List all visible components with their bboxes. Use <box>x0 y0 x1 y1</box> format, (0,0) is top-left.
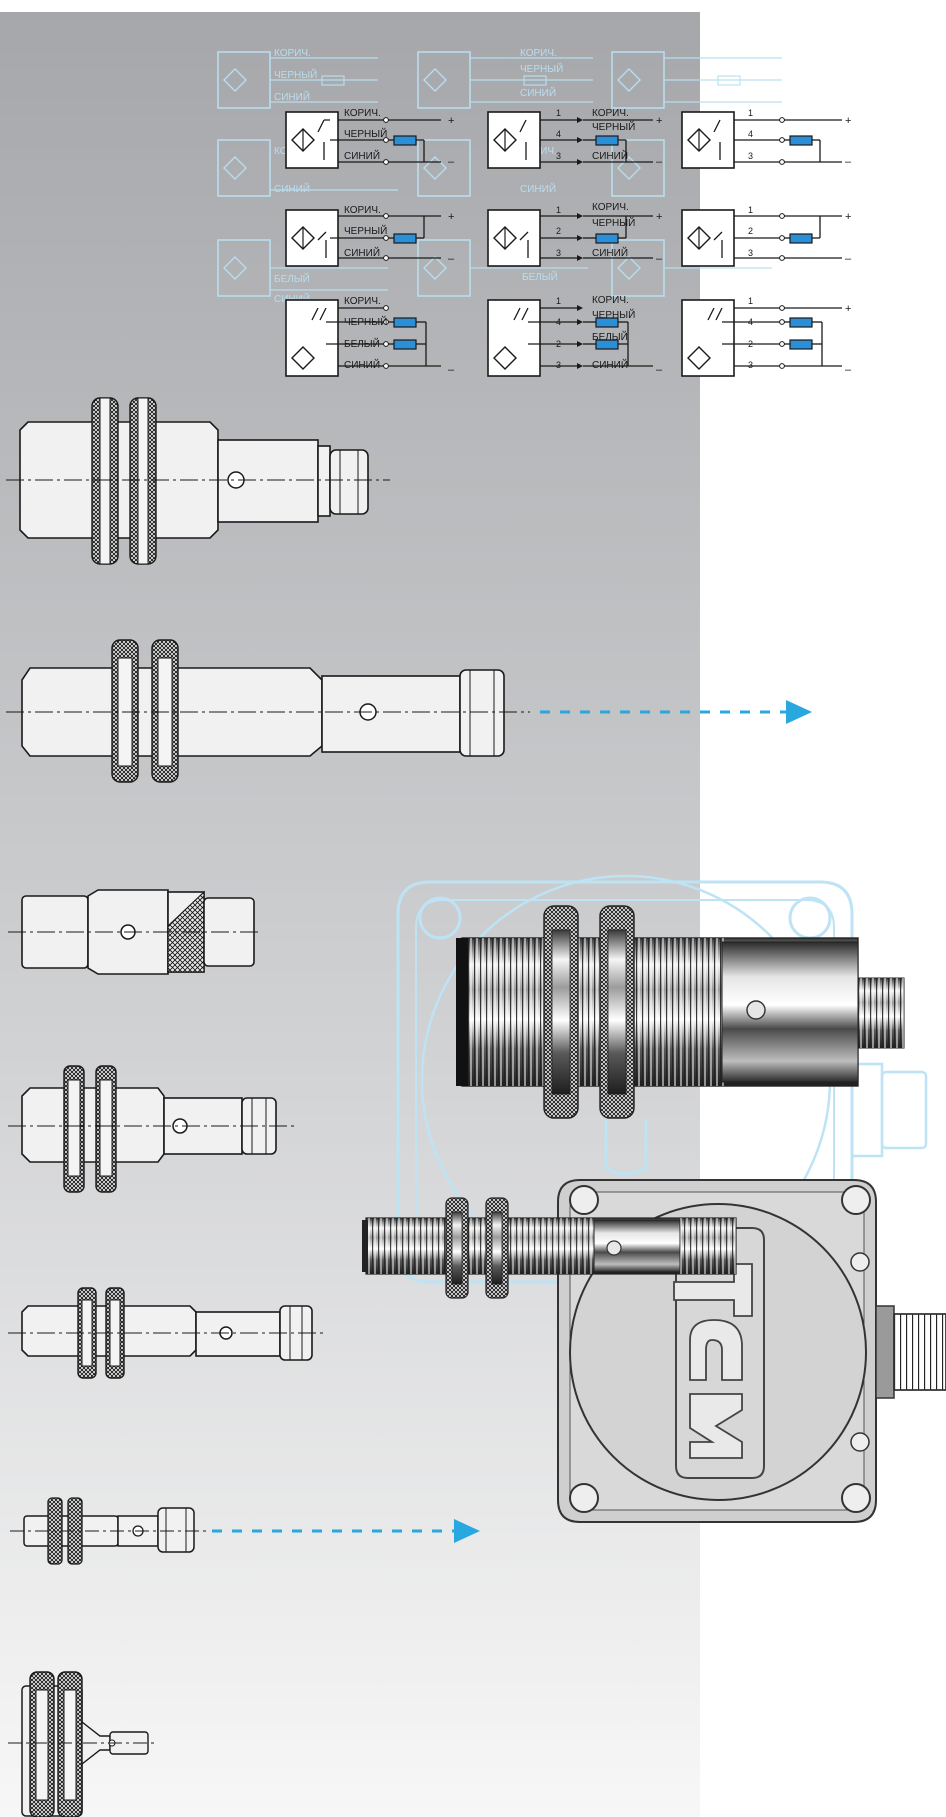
svg-text:ЧЕРНЫЙ: ЧЕРНЫЙ <box>344 315 387 328</box>
arrow-right-icon <box>786 700 812 724</box>
svg-text:2: 2 <box>748 226 753 236</box>
svg-text:–: – <box>656 156 663 168</box>
schematic-b1 <box>487 111 653 169</box>
svg-text:1: 1 <box>556 108 561 118</box>
wiring-row-2: КОРИЧ. ЧЕРНЫЙ СИНИЙ + – 1 2 3 КОРИЧ. ЧЕР… <box>285 202 852 267</box>
svg-text:+: + <box>845 211 851 223</box>
wire-label-blue: СИНИЙ <box>344 149 380 162</box>
svg-text:–: – <box>656 253 663 265</box>
schematic-c1 <box>681 111 842 169</box>
svg-text:1: 1 <box>748 205 753 215</box>
svg-text:–: – <box>845 364 852 376</box>
schematic-a1 <box>285 111 441 169</box>
sensor-flat-short <box>8 1671 156 1817</box>
svg-text:2: 2 <box>748 339 753 349</box>
svg-text:СИНИЙ: СИНИЙ <box>592 149 628 162</box>
svg-text:+: + <box>448 211 454 223</box>
svg-text:3: 3 <box>556 248 561 258</box>
svg-text:+: + <box>656 211 662 223</box>
svg-text:4: 4 <box>748 129 753 139</box>
svg-text:+: + <box>845 303 851 315</box>
svg-text:ЧЕРНЫЙ: ЧЕРНЫЙ <box>344 224 387 237</box>
svg-text:БЕЛЫЙ: БЕЛЫЙ <box>522 270 558 283</box>
schematic-b3 <box>487 299 653 377</box>
svg-text:2: 2 <box>556 226 561 236</box>
sensor-m12-long <box>8 1287 324 1379</box>
svg-text:1: 1 <box>748 296 753 306</box>
svg-text:СИНИЙ: СИНИЙ <box>592 358 628 371</box>
plus-sign: + <box>448 115 454 127</box>
svg-text:ЧЕРНЫЙ: ЧЕРНЫЙ <box>592 216 635 229</box>
svg-text:3: 3 <box>748 360 753 370</box>
svg-text:КОРИЧ.: КОРИЧ. <box>274 48 311 59</box>
svg-text:4: 4 <box>748 317 753 327</box>
svg-text:ЧЕРНЫЙ: ЧЕРНЫЙ <box>274 68 317 81</box>
svg-text:–: – <box>448 364 455 376</box>
schematic-c3 <box>681 299 842 377</box>
svg-text:–: – <box>656 364 663 376</box>
sensor-cylinder-smooth <box>8 889 262 975</box>
svg-text:–: – <box>448 253 455 265</box>
sensor-m18-connector <box>8 1065 294 1193</box>
wiring-row-3: КОРИЧ. ЧЕРНЫЙ БЕЛЫЙ СИНИЙ – 1 4 2 3 КОРИ… <box>285 295 852 377</box>
schematic-c2 <box>681 209 842 267</box>
schematic-a2 <box>285 209 441 267</box>
photo-threaded-sensor-m30 <box>456 905 905 1119</box>
svg-text:БЕЛЫЙ: БЕЛЫЙ <box>344 337 380 350</box>
minus-sign: – <box>448 156 455 168</box>
svg-text:СИНИЙ: СИНИЙ <box>592 246 628 259</box>
photo-threaded-sensor-m12 <box>362 1197 737 1299</box>
svg-text:КОРИЧ.: КОРИЧ. <box>592 108 629 119</box>
svg-text:1: 1 <box>748 108 753 118</box>
arrow-right-icon <box>454 1519 480 1543</box>
svg-text:БЕЛЫЙ: БЕЛЫЙ <box>592 330 628 343</box>
svg-text:ЧЕРНЫЙ: ЧЕРНЫЙ <box>520 62 563 75</box>
sensor-m8-short <box>10 1497 480 1565</box>
svg-text:–: – <box>845 156 852 168</box>
svg-text:КОРИЧ.: КОРИЧ. <box>592 295 629 306</box>
brand-logo-emboss <box>673 1227 765 1479</box>
svg-text:4: 4 <box>556 129 561 139</box>
svg-text:3: 3 <box>556 360 561 370</box>
svg-text:СИНИЙ: СИНИЙ <box>520 86 556 99</box>
svg-text:3: 3 <box>748 151 753 161</box>
svg-text:3: 3 <box>556 151 561 161</box>
svg-text:3: 3 <box>748 248 753 258</box>
svg-text:1: 1 <box>556 296 561 306</box>
svg-text:КОРИЧ.: КОРИЧ. <box>592 202 629 213</box>
svg-text:КОРИЧ.: КОРИЧ. <box>344 205 381 216</box>
wire-label-brown: КОРИЧ. <box>344 108 381 119</box>
svg-text:КОРИЧ.: КОРИЧ. <box>520 48 557 59</box>
svg-text:1: 1 <box>556 205 561 215</box>
svg-text:СИНИЙ: СИНИЙ <box>520 182 556 195</box>
svg-text:СИНИЙ: СИНИЙ <box>274 182 310 195</box>
schematic-a3 <box>285 299 441 377</box>
svg-text:КОРИЧ.: КОРИЧ. <box>344 296 381 307</box>
schematic-b2 <box>487 209 653 267</box>
svg-text:СИНИЙ: СИНИЙ <box>344 358 380 371</box>
svg-text:СИНИЙ: СИНИЙ <box>344 246 380 259</box>
svg-text:БЕЛЫЙ: БЕЛЫЙ <box>274 272 310 285</box>
wire-label-black: ЧЕРНЫЙ <box>344 127 387 140</box>
sensor-m30-long <box>6 639 812 783</box>
svg-text:2: 2 <box>556 339 561 349</box>
wiring-row-1: КОРИЧ. ЧЕРНЫЙ СИНИЙ + – 1 4 3 КОРИЧ. ЧЕР… <box>285 108 852 169</box>
svg-text:4: 4 <box>556 317 561 327</box>
svg-text:+: + <box>656 115 662 127</box>
svg-text:ЧЕРНЫЙ: ЧЕРНЫЙ <box>592 120 635 133</box>
svg-text:+: + <box>845 115 851 127</box>
svg-text:СИНИЙ: СИНИЙ <box>274 90 310 103</box>
svg-text:ЧЕРНЫЙ: ЧЕРНЫЙ <box>592 308 635 321</box>
sensor-m30-connector <box>6 397 390 565</box>
svg-text:–: – <box>845 253 852 265</box>
